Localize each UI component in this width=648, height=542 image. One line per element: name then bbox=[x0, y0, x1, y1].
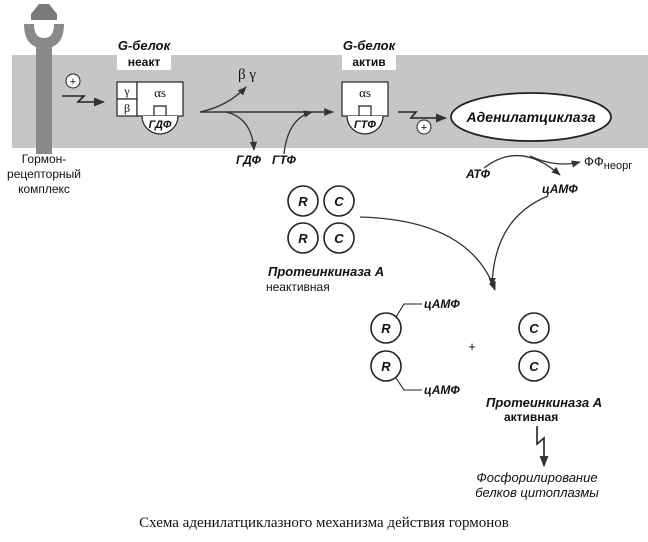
alpha-label-inactive: αs bbox=[154, 85, 166, 100]
camp-top-label: цАМФ bbox=[424, 297, 460, 311]
camp-bond-bottom bbox=[395, 377, 422, 391]
hormone-receptor-complex bbox=[24, 4, 64, 154]
gdp-circle bbox=[141, 115, 179, 135]
gtp-pocket bbox=[358, 105, 372, 116]
cat-c1 bbox=[518, 312, 550, 344]
receptor-label-line2: рецепторный bbox=[7, 167, 81, 181]
gdp-label-inactive: ГДФ bbox=[149, 119, 172, 131]
cat-c2-label: C bbox=[529, 359, 539, 374]
ppi-release-arrow bbox=[529, 155, 581, 168]
gdp-out-label: ГДФ bbox=[236, 153, 262, 167]
beta-gamma-label: β γ bbox=[238, 67, 256, 83]
alpha-label-active: αs bbox=[359, 85, 371, 100]
reg-r1 bbox=[370, 312, 402, 344]
pka-inactive-state: неактивная bbox=[266, 280, 330, 294]
plus-circle-left bbox=[65, 73, 81, 89]
pka-active-state: активная bbox=[504, 410, 558, 424]
pka-r2-label: R bbox=[298, 231, 308, 246]
pka-r1-label: R bbox=[298, 194, 308, 209]
cat-c2 bbox=[518, 350, 550, 382]
reg-r1-label: R bbox=[381, 321, 391, 336]
gtp-binding-arrow bbox=[283, 110, 313, 155]
gtp-label-active: ГТФ bbox=[354, 119, 376, 131]
atp-conversion-arrow bbox=[483, 155, 561, 176]
hormone-shape bbox=[31, 4, 57, 20]
gdp-release-arrow bbox=[225, 111, 258, 151]
camp-bottom-label: цАМФ bbox=[424, 383, 460, 397]
g-active-title: G-белок bbox=[343, 38, 397, 53]
gtp-in-label: ГТФ bbox=[272, 153, 297, 167]
pka-activation-arrow bbox=[359, 216, 496, 291]
g-protein-inactive: G-белок неакт γ β αs ГДФ bbox=[116, 38, 184, 135]
figure-caption: Схема аденилатциклазного механизма дейст… bbox=[139, 515, 509, 531]
camp-product-label: цАМФ bbox=[542, 182, 578, 196]
plus-sign-right: + bbox=[421, 122, 427, 134]
plus-circle-right bbox=[416, 119, 432, 135]
receptor-cup bbox=[24, 24, 64, 48]
ppi-main: ФФ bbox=[584, 154, 604, 169]
g-protein-active: G-белок актив αs ГТФ bbox=[341, 38, 397, 135]
pka-r1 bbox=[287, 185, 319, 217]
pka-c2 bbox=[323, 222, 355, 254]
signal-zigzag-left bbox=[62, 95, 106, 107]
receptor-label-line1: Гормон- bbox=[22, 152, 67, 166]
catalytic-subunits: C C bbox=[518, 312, 550, 382]
camp-to-pka-arrow bbox=[488, 195, 549, 287]
gamma-label: γ bbox=[123, 84, 130, 98]
pka-r2 bbox=[287, 222, 319, 254]
products-plus: + bbox=[468, 339, 476, 354]
gtp-circle bbox=[346, 115, 384, 135]
g-inactive-title: G-белок bbox=[118, 38, 172, 53]
g-inactive-state-box bbox=[117, 54, 171, 70]
ppi-sub: неорг bbox=[604, 160, 632, 172]
pka-active-name: Протеинкиназа А bbox=[486, 395, 602, 410]
pka-c1 bbox=[323, 185, 355, 217]
receptor-label-line3: комплекс bbox=[18, 182, 70, 196]
plus-sign-left: + bbox=[70, 76, 76, 88]
phosphorylation-zigzag bbox=[536, 426, 549, 468]
alpha-subunit-inactive bbox=[136, 81, 184, 117]
gdp-pocket bbox=[153, 105, 167, 116]
adenylate-cyclase-label: Аденилатциклаза bbox=[466, 109, 596, 125]
cat-c1-label: C bbox=[529, 321, 539, 336]
pka-inactive-complex: R C R C bbox=[287, 185, 355, 254]
g-active-state: актив bbox=[352, 55, 385, 69]
signal-zigzag-right bbox=[398, 111, 448, 123]
pka-c2-label: C bbox=[334, 231, 344, 246]
g-inactive-state: неакт bbox=[128, 55, 161, 69]
pka-inactive-name: Протеинкиназа А bbox=[268, 264, 384, 279]
outcome-line2: белков цитоплазмы bbox=[475, 485, 599, 500]
beta-gamma-release-arrow bbox=[199, 86, 247, 113]
camp-bond-top bbox=[395, 303, 422, 318]
g-active-state-box bbox=[342, 54, 396, 70]
atp-label: АТФ bbox=[465, 167, 491, 181]
adenylate-cyclase bbox=[450, 92, 612, 142]
pka-c1-label: C bbox=[334, 194, 344, 209]
reg-r2 bbox=[370, 350, 402, 382]
ppi-label: ФФнеорг bbox=[584, 154, 632, 172]
outcome-line1: Фосфорилирование bbox=[476, 470, 597, 485]
receptor-stalk bbox=[36, 46, 52, 154]
regulatory-subunits: R R цАМФ цАМФ bbox=[370, 297, 460, 397]
beta-label: β bbox=[124, 101, 130, 115]
reg-r2-label: R bbox=[381, 359, 391, 374]
